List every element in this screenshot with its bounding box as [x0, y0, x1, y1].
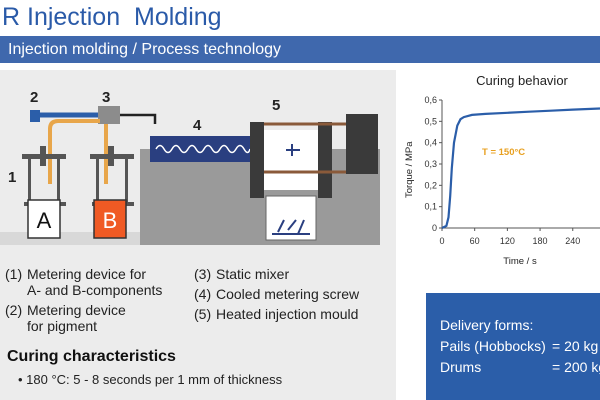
page-title: R Injection Molding [2, 3, 222, 31]
tank-b-label: B [103, 208, 118, 233]
y-axis-label: Torque / MPa [404, 141, 415, 198]
ejected-parts [272, 219, 310, 235]
x-tick-label: 60 [470, 236, 480, 246]
metering-screw-barrel [150, 136, 250, 162]
legend-right: (3)Static mixer (4)Cooled metering screw… [194, 266, 359, 322]
y-tick-label: 0,4 [424, 138, 437, 148]
screw-thread [155, 144, 251, 154]
legend-item-1: (1)Metering device for [5, 266, 162, 282]
label-5: 5 [272, 97, 280, 114]
delivery-row-pails-label: Pails (Hobbocks) [440, 338, 546, 354]
legend-text: Heated injection mould [216, 306, 359, 322]
chart-panel [396, 70, 600, 295]
mould-cavity [264, 130, 318, 190]
mixer-outlet-line [120, 113, 157, 124]
legend-num: (4) [194, 286, 212, 302]
mould-platen-left [250, 122, 264, 198]
y-tick-label: 0 [432, 223, 437, 233]
supply-line-a [48, 119, 100, 184]
legend-num: (1) [5, 266, 23, 282]
y-tick-label: 0,2 [424, 180, 437, 190]
pigment-metering-device [30, 110, 40, 122]
legend-text: Metering device for [27, 266, 147, 282]
tank-b [93, 199, 127, 239]
legend-item-2-cont: for pigment [27, 318, 98, 334]
label-4: 4 [193, 117, 202, 134]
torque-curve [441, 107, 600, 229]
x-tick-label: 120 [500, 236, 515, 246]
y-tick-label: 0,6 [424, 95, 437, 105]
legend-text: Metering device [27, 302, 126, 318]
x-tick-label: 240 [565, 236, 580, 246]
metering-device-a [22, 146, 66, 206]
tank-a [27, 199, 61, 239]
x-tick-label: 0 [439, 236, 444, 246]
x-axis-label: Time / s [503, 256, 537, 267]
delivery-row-pails-value: = 20 kg [552, 338, 599, 354]
y-tick-label: 0,1 [424, 202, 437, 212]
legend-item-4: (4)Cooled metering screw [194, 286, 359, 302]
label-1: 1 [8, 169, 16, 186]
legend-text: Static mixer [216, 266, 290, 282]
legend-item-2: (2)Metering device [5, 302, 162, 318]
mould-end-block [346, 114, 378, 174]
y-tick-label: 0,3 [424, 159, 437, 169]
label-2: 2 [30, 89, 38, 106]
legend-item-1-cont: A- and B-components [27, 282, 163, 298]
section-banner: Injection molding / Process technology [0, 36, 600, 63]
mould-insert [286, 144, 300, 156]
legend-item-3: (3)Static mixer [194, 266, 359, 282]
chart-title: Curing behavior [476, 73, 568, 88]
static-mixer [98, 106, 120, 124]
delivery-forms-box: Delivery forms: Pails (Hobbocks) = 20 kg… [426, 293, 600, 400]
curing-title: Curing characteristics [7, 348, 176, 365]
legend-text: Cooled metering screw [216, 286, 360, 302]
legend-num: (5) [194, 306, 212, 322]
curing-chart: Curing behavior 0 0,1 0,2 0,3 0,4 0,5 0,6 0 60 1… [404, 73, 600, 267]
legend-item-5: (5)Heated injection mould [194, 306, 359, 322]
label-3: 3 [102, 89, 110, 106]
part-bin [265, 195, 317, 241]
legend-num: (2) [5, 302, 23, 318]
delivery-title: Delivery forms: [440, 317, 534, 333]
legend-left: (1)Metering device for A- and B-componen… [5, 266, 162, 334]
mould-platen-right [318, 122, 332, 198]
metering-device-b [90, 146, 134, 206]
chart-annotation: T = 150°C [482, 147, 525, 158]
delivery-row-drums-value: = 200 kg [552, 359, 600, 375]
delivery-row-drums-label: Drums [440, 359, 482, 375]
tank-a-label: A [37, 208, 52, 233]
x-tick-label: 180 [533, 236, 548, 246]
y-tick-label: 0,5 [424, 116, 437, 126]
process-diagram: A B 1 2 3 4 5 [0, 89, 380, 245]
legend-num: (3) [194, 266, 212, 282]
curing-bullet: • 180 °C: 5 - 8 seconds per 1 mm of thic… [18, 372, 283, 387]
